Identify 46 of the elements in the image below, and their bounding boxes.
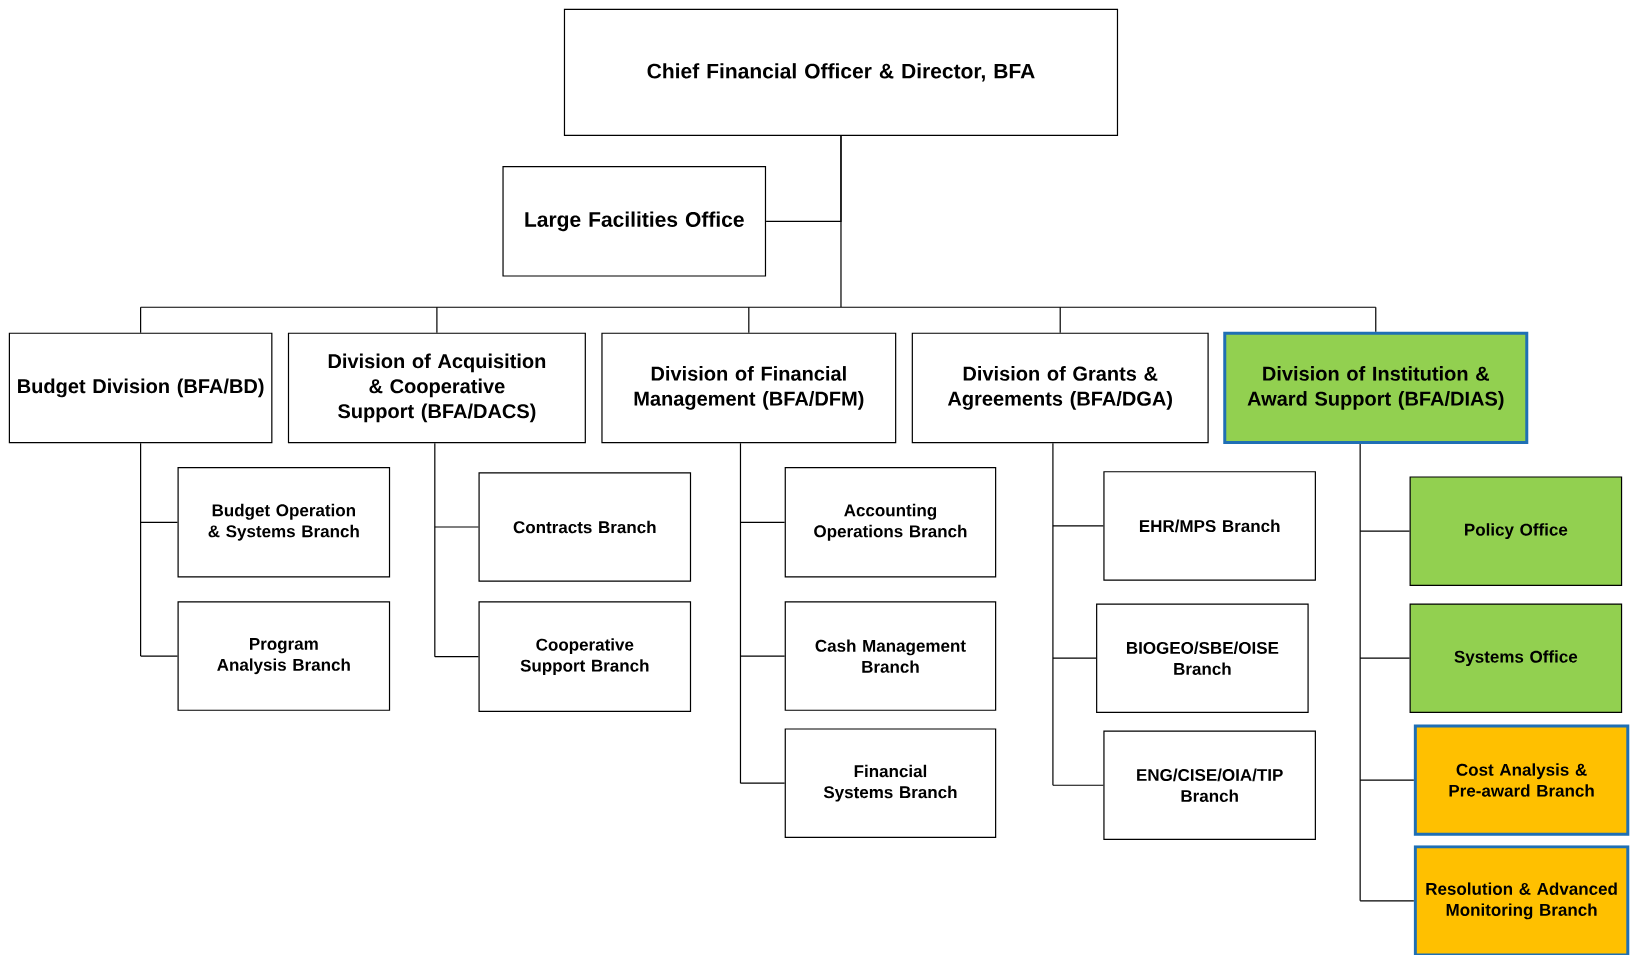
org-box: ENG/CISE/OIA/TIP Branch bbox=[1103, 730, 1316, 840]
connector-line bbox=[140, 442, 142, 657]
org-box: Division of Financial Management (BFA/DFM) bbox=[601, 332, 897, 444]
connector-line bbox=[1359, 443, 1361, 902]
connector-line bbox=[140, 521, 179, 523]
connector-line bbox=[140, 655, 179, 657]
connector-line bbox=[739, 521, 786, 523]
org-box: Cash Management Branch bbox=[784, 601, 997, 711]
connector-line bbox=[1052, 784, 1104, 786]
org-box: Financial Systems Branch bbox=[784, 728, 997, 838]
connector-line bbox=[1052, 657, 1097, 659]
org-box: Cooperative Support Branch bbox=[478, 601, 692, 712]
org-box: Resolution & Advanced Monitoring Branch bbox=[1413, 845, 1630, 955]
org-box: Contracts Branch bbox=[478, 472, 692, 582]
connector-line bbox=[1359, 657, 1411, 659]
org-box: Large Facilities Office bbox=[502, 166, 767, 277]
connector-line bbox=[765, 135, 842, 222]
connector-line bbox=[1359, 779, 1415, 781]
org-box: Program Analysis Branch bbox=[177, 601, 391, 711]
org-box: Division of Grants & Agreements (BFA/DGA) bbox=[911, 332, 1209, 444]
connector-line bbox=[1359, 530, 1411, 532]
connector-line bbox=[434, 526, 480, 528]
connector-line bbox=[434, 442, 436, 658]
org-box: Accounting Operations Branch bbox=[784, 467, 997, 578]
org-box: Division of Acquisition & Cooperative Support (BFA/DACS) bbox=[287, 332, 586, 444]
connector-line bbox=[739, 655, 786, 657]
connector-line bbox=[1059, 306, 1061, 334]
connector-line bbox=[140, 306, 142, 334]
org-box: BIOGEO/SBE/OISE Branch bbox=[1096, 603, 1309, 713]
connector-line bbox=[748, 306, 750, 334]
org-box: Chief Financial Officer & Director, BFA bbox=[563, 8, 1119, 136]
connector-line bbox=[436, 306, 438, 334]
org-box: Budget Division (BFA/BD) bbox=[8, 332, 273, 444]
connector-line bbox=[1052, 442, 1054, 786]
org-box: Cost Analysis & Pre-award Branch bbox=[1413, 724, 1630, 836]
org-box: EHR/MPS Branch bbox=[1103, 471, 1316, 581]
org-box: Division of Institution & Award Support (BFA/DIAS) bbox=[1223, 331, 1529, 445]
connector-line bbox=[739, 442, 742, 784]
org-box: Systems Office bbox=[1409, 603, 1623, 713]
connector-line bbox=[1052, 525, 1104, 527]
connector-line bbox=[434, 656, 480, 658]
connector-line bbox=[1359, 900, 1415, 902]
connector-line bbox=[739, 782, 786, 784]
org-box: Policy Office bbox=[1409, 476, 1623, 586]
connector-line bbox=[1375, 306, 1377, 333]
org-box: Budget Operation & Systems Branch bbox=[177, 467, 391, 578]
